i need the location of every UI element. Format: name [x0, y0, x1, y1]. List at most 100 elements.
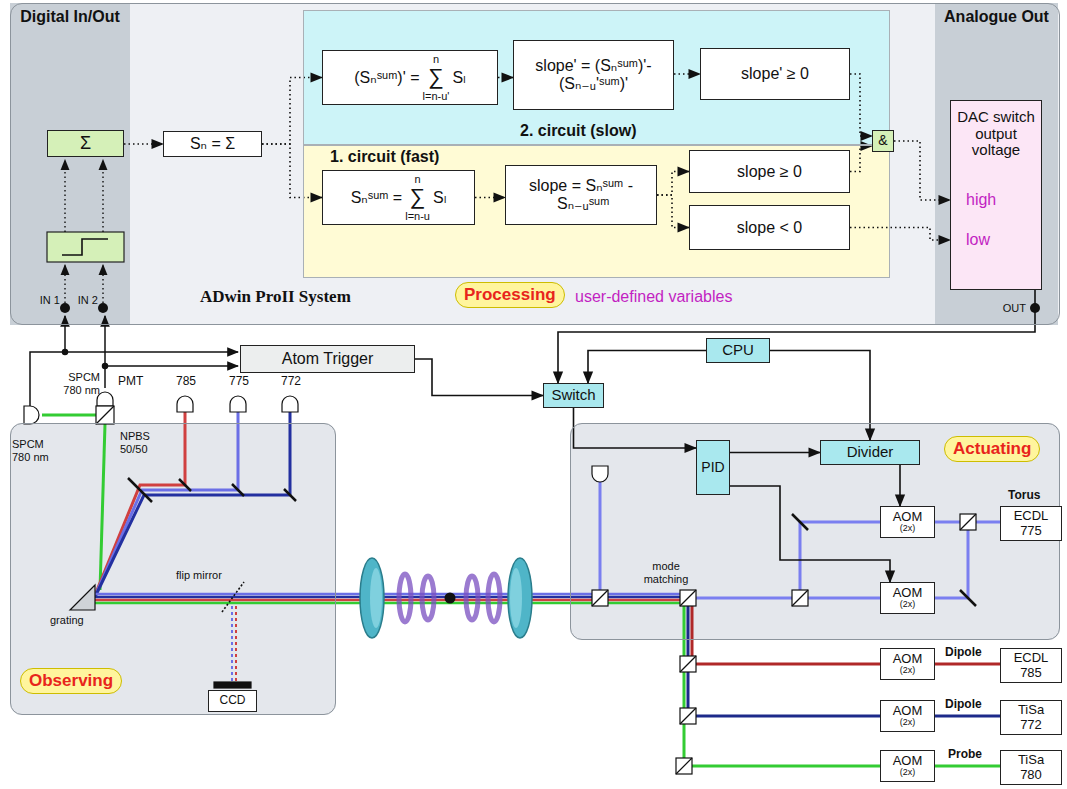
beam-path [100, 424, 105, 590]
cavity [360, 558, 384, 638]
process-box: Sₙˢᵘᵐ =n∑l=n-uSₗ [322, 170, 475, 225]
beam-path [692, 604, 1000, 664]
optics [96, 406, 114, 424]
detector-wire [63, 350, 68, 355]
box-text: slope ≥ 0 [737, 163, 802, 181]
part-label: Probe [948, 748, 982, 762]
laser-box: TiSa 780 [1000, 750, 1062, 785]
input-pins [102, 265, 103, 303]
cpu-box: CPU [706, 338, 770, 363]
input-pins [102, 160, 103, 232]
part-label: SPCM 780 nm [12, 438, 58, 463]
box-text: DAC switch output voltage [957, 109, 1035, 159]
box-text: AOM [893, 704, 923, 718]
heading-text: Analogue Out [937, 8, 1056, 26]
heading-text: Processing [455, 282, 565, 308]
input-pins [98, 303, 108, 313]
pid-box: PID [696, 440, 730, 495]
part-label: NPBS 50/50 [120, 430, 156, 455]
optics [680, 656, 696, 672]
box-text: Divider [847, 444, 894, 461]
aom-box: AOM(2x) [880, 582, 935, 614]
box-text: Sₙ = Σ [190, 135, 235, 153]
box-text: (2x) [900, 768, 916, 778]
box-text: Sₗ [452, 69, 465, 87]
panel-ground [570, 423, 1060, 640]
optics [96, 406, 114, 424]
cavity [422, 576, 434, 620]
cavity [488, 574, 500, 622]
optics [792, 514, 808, 530]
box-text: (2x) [900, 666, 916, 676]
signal-arrow [124, 143, 163, 145]
input-pins [64, 160, 65, 232]
detector-wire [30, 316, 238, 406]
optics [792, 590, 808, 606]
decision-box: slope ≥ 0 [689, 150, 850, 193]
box-text: n [433, 53, 439, 65]
box-text: ECDL 785 [1007, 651, 1055, 680]
optics [592, 590, 608, 606]
part-label: 772 [281, 375, 301, 389]
signal-arrow [850, 228, 950, 241]
beam-path [95, 412, 238, 596]
process-box: slope' = (Sₙˢᵘᵐ)'-(Sₙ₋ᵤ'ˢᵘᵐ)' [513, 40, 674, 110]
cavity [399, 574, 411, 622]
box-text: ∑ [428, 65, 444, 89]
box-text: Sₗ [433, 189, 446, 207]
box-text: CPU [722, 342, 754, 359]
aom-box: AOM(2x) [880, 648, 935, 680]
optics [222, 582, 244, 612]
panel-ground [935, 3, 1058, 325]
box-text: ECDL 775 [1007, 509, 1055, 538]
system-panel: ADwin ProII SystemProcessinguser-defined… [10, 3, 1060, 325]
optics [70, 585, 95, 610]
box-text: AOM [893, 510, 923, 524]
optics [680, 708, 696, 724]
panel-ground [10, 423, 336, 715]
box-text: (2x) [900, 718, 916, 728]
optics [960, 514, 976, 530]
cavity [445, 593, 456, 604]
cavity [370, 568, 382, 628]
panel-ground [10, 3, 1060, 715]
heading-text: Observing [20, 668, 122, 694]
box-text: CCD [220, 694, 246, 707]
beam-path [935, 522, 968, 598]
cavity [508, 558, 532, 638]
part-label: mode matching [640, 560, 692, 585]
optics [792, 590, 808, 606]
beam-path [684, 604, 1000, 766]
optics [676, 758, 692, 774]
box-text: (2x) [900, 524, 916, 534]
signal-arrow [770, 351, 870, 441]
part-label: Dipole [945, 698, 982, 712]
signal-arrow [498, 77, 513, 79]
optics [24, 406, 39, 424]
signal-arrow [657, 172, 689, 196]
optics [592, 466, 608, 482]
heading-text: low [966, 231, 990, 249]
laser-box: TorusECDL 775 [1000, 506, 1062, 541]
box-text: slope' = (Sₙˢᵘᵐ)'-(Sₙ₋ᵤ'ˢᵘᵐ)' [520, 57, 667, 92]
beam-path [42, 414, 96, 417]
switch-box: Switch [543, 383, 604, 408]
input-pins [60, 303, 70, 313]
box-text: AOM [893, 652, 923, 666]
signal-arrow [657, 195, 689, 228]
optics [177, 396, 193, 412]
beam-path [690, 597, 880, 600]
beam-path [42, 412, 1000, 766]
optics [592, 590, 608, 606]
and-gate: & [872, 130, 894, 152]
process-box: (Sₙˢᵘᵐ)' =n∑l=n-u'Sₗ [322, 50, 498, 105]
signal-arrow [262, 144, 322, 198]
part-label: grating [50, 614, 84, 627]
box-text: & [878, 133, 887, 148]
box-text: ∑ [410, 185, 426, 209]
optics [128, 478, 152, 502]
dac-box: DAC switch output voltagehighlow [950, 100, 1042, 290]
part-label: 785 [176, 375, 196, 389]
optics [680, 708, 696, 724]
threshold-box [47, 232, 124, 262]
